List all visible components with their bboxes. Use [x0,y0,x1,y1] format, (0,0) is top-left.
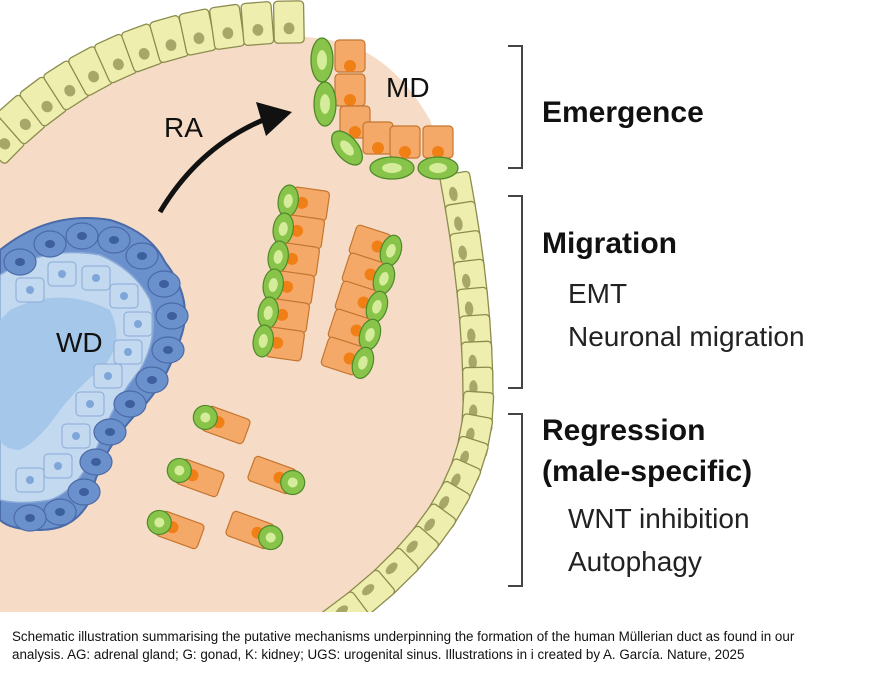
stage-regression-item: Autophagy [568,546,702,577]
wolffian-duct-inner-cell [113,339,143,365]
label-ra: RA [164,112,203,143]
stage-migration-item: EMT [568,278,627,309]
wolffian-duct-cell [125,242,159,270]
wolffian-duct-cell [67,478,101,506]
wolffian-duct-inner-cell [123,311,153,337]
wolffian-duct-cell [79,448,113,476]
migrating-cell [277,184,330,222]
stage-migration-title: Migration [542,227,677,260]
regressing-cell [225,510,284,551]
migrating-cells [252,184,403,379]
stage-migration-item: Neuronal migration [568,321,805,352]
migrating-cell [320,336,375,379]
wolffian-duct-inner-cell [93,363,123,389]
wolffian-duct-inner-cell [75,391,105,417]
ra-arrow [157,115,269,214]
regressing-cells [146,404,306,551]
bracket-regression [508,413,523,587]
wolffian-duct [0,217,189,532]
figure-caption: Schematic illustration summarising the p… [12,628,862,664]
wolffian-duct-cell [65,222,99,250]
label-wd: WD [56,327,103,358]
mesenchyme-region [0,33,470,612]
migrating-cell [262,268,315,306]
bracket-emergence [508,45,523,169]
bracket-migration [508,195,523,389]
stage-regression-title: Regression [542,414,705,447]
epithelial-cell [209,3,245,50]
wolffian-duct-inner-cell [15,467,45,493]
wolffian-duct-cell [135,366,169,394]
wolffian-duct-cell [151,336,185,364]
wolffian-duct-cell [93,418,127,446]
label-md: MD [386,72,430,103]
ra-arrowhead [256,102,292,136]
wolffian-duct-inner-cell [15,277,45,303]
md-cell [422,125,454,159]
wolffian-duct-inner-cell [81,265,111,291]
wolffian-duct-inner-cell [47,261,77,287]
md-cell [362,121,394,155]
wolffian-duct-cell [155,302,189,330]
md-green-cell [310,37,334,83]
wolffian-duct-inner-cell [109,283,139,309]
coelomic-epithelium [0,0,495,612]
migrating-cell [334,280,389,323]
wolffian-duct-inner-cell [61,423,91,449]
regressing-cell [166,457,225,498]
wolffian-duct-lumen [0,297,117,450]
md-green-cell [417,156,459,180]
stage-emergence-title: Emergence [542,96,704,129]
regressing-cell [192,404,251,445]
wolffian-duct-cell [13,504,47,532]
regressing-cell [247,455,306,496]
migrating-cell [252,324,305,362]
migrating-cell [272,212,325,250]
mullerian-duct-emergence-cells [310,37,459,180]
migrating-cell [267,240,320,278]
epithelial-cell [272,0,305,44]
migrating-cell [327,308,382,351]
regressing-cell [146,509,205,550]
migrating-cell [348,224,403,267]
epithelial-cell [320,591,369,612]
migrating-cell [257,296,310,334]
wolffian-duct-cell [113,390,147,418]
epithelial-cell [178,8,217,56]
md-cell [334,39,366,73]
md-cell [389,125,421,159]
md-cell [334,73,366,107]
caption-line-1: Schematic illustration summarising the p… [12,629,795,644]
wolffian-duct-cell [3,248,37,276]
wolffian-duct-inner-cell [43,453,73,479]
md-green-cell [330,130,364,166]
stage-regression-item: WNT inhibition [568,503,750,534]
wolffian-duct-cell [147,270,181,298]
wolffian-duct-cell [43,498,77,526]
md-green-cell [313,81,337,127]
epithelial-cell [43,60,90,111]
stage-regression-subtitle: (male-specific) [542,455,752,488]
md-green-cell [369,156,415,180]
mullerian-duct-diagram: RA MD WD Emergence Migration EMT Neurona… [0,0,805,612]
wolffian-duct-cell [33,230,67,258]
caption-line-2: analysis. AG: adrenal gland; G: gonad, K… [12,647,745,662]
wolffian-duct-cell [97,226,131,254]
epithelial-cell [240,1,275,47]
